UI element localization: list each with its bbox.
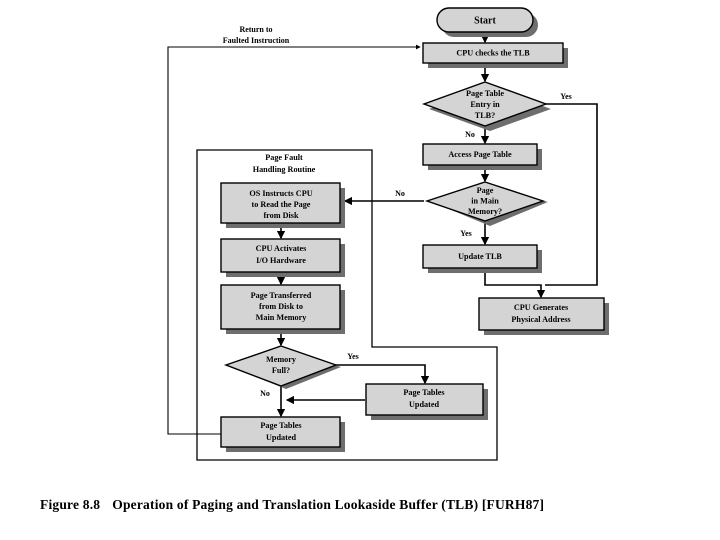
memory-full-decision (223, 345, 339, 387)
page-in-main-memory-label-line2: in Main (471, 196, 499, 205)
page-tables-updated-right-label-line2: Updated (409, 400, 439, 409)
figure-caption-number: Figure 8.8 (40, 497, 101, 512)
edge-label-pte-no: No (465, 130, 475, 139)
memory-full-label-line1: Memory (266, 355, 297, 364)
page-in-main-memory-label-line1: Page (477, 186, 494, 195)
cpu-activates-io-node (220, 238, 341, 273)
connector-update-tlb-to-cpu-generates (484, 269, 546, 299)
start-node-label: Start (474, 15, 496, 26)
pte-in-tlb-label-line1: Page Table (466, 89, 504, 98)
edge-label-pte-yes: Yes (560, 92, 572, 101)
page-transferred-label-line3: Main Memory (256, 313, 308, 322)
connector-memory-full-yes-to-page-tables-updated-right (336, 364, 430, 385)
edge-label-memory-full-yes: Yes (347, 352, 359, 361)
update-tlb-node (422, 244, 538, 269)
return-label-line2: Faulted Instruction (223, 36, 290, 45)
page-fault-routine-title-line1: Page Fault (265, 153, 303, 162)
access-page-table-label: Access Page Table (448, 150, 512, 159)
connector-page-tables-updated-left-to-cpu-checks-tlb (167, 44, 421, 435)
connector-pte-yes-to-cpu-generates (545, 103, 598, 286)
page-transferred-node (220, 284, 341, 330)
page-in-main-memory-label-line3: Memory? (468, 207, 502, 216)
page-transferred-label-line2: from Disk to (259, 302, 303, 311)
page-transferred-label-line1: Page Transferred (251, 291, 312, 300)
edge-label-memory-full-no: No (260, 389, 270, 398)
page-tables-updated-left-label-line1: Page Tables (260, 421, 301, 430)
page-fault-routine-title-line2: Handling Routine (253, 165, 316, 174)
os-instructs-cpu-label-line3: from Disk (263, 211, 299, 220)
cpu-activates-io-label-line2: I/O Hardware (256, 256, 306, 265)
pte-in-tlb-label-line2: Entry in (470, 100, 500, 109)
os-instructs-cpu-node (220, 182, 341, 224)
page-tables-updated-left-node (220, 416, 341, 448)
pte-in-tlb-label-line3: TLB? (475, 111, 495, 120)
cpu-generates-physical-address-node (478, 297, 605, 331)
figure-caption-text: Operation of Paging and Translation Look… (112, 497, 545, 512)
cpu-checks-tlb-node (422, 42, 564, 64)
figure-caption: Figure 8.8 Operation of Paging and Transl… (40, 497, 700, 513)
memory-full-label-line2: Full? (272, 366, 290, 375)
update-tlb-label: Update TLB (458, 252, 502, 261)
edge-label-main-mem-no: No (395, 189, 405, 198)
cpu-generates-label-line1: CPU Generates (514, 303, 568, 312)
start-node (436, 7, 534, 33)
return-label-line1: Return to (239, 25, 272, 34)
os-instructs-cpu-label-line1: OS Instructs CPU (249, 189, 312, 198)
page-tables-updated-right-label-line1: Page Tables (403, 388, 444, 397)
os-instructs-cpu-label-line2: to Read the Page (252, 200, 311, 209)
cpu-checks-tlb-label: CPU checks the TLB (456, 48, 530, 57)
cpu-activates-io-label-line1: CPU Activates (256, 244, 307, 253)
page-tables-updated-right-node (365, 383, 484, 416)
cpu-generates-label-line2: Physical Address (511, 315, 570, 324)
pte-in-tlb-decision (421, 81, 549, 127)
edge-label-main-mem-yes: Yes (460, 229, 472, 238)
page-tables-updated-left-label-line2: Updated (266, 433, 296, 442)
access-page-table-node (422, 143, 538, 166)
page-in-main-memory-decision (424, 181, 546, 222)
page-fault-routine-border (196, 149, 498, 461)
